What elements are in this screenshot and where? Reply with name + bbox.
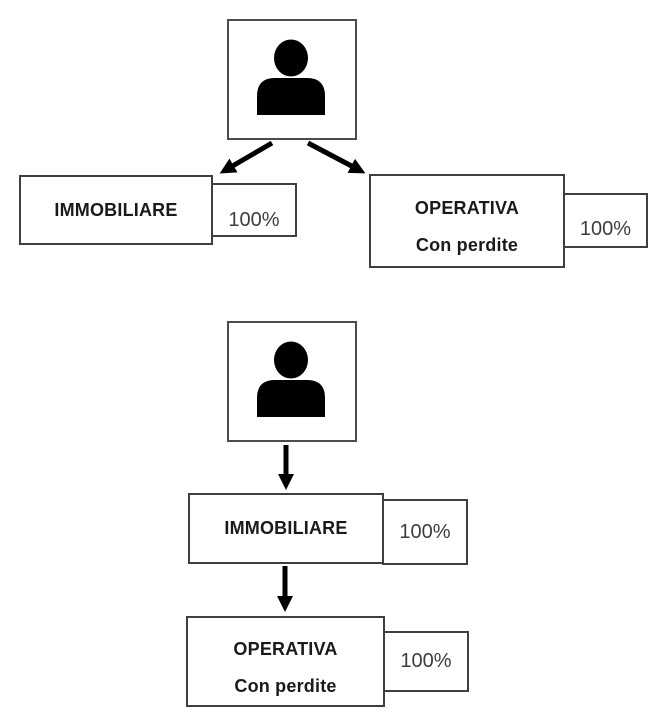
company-sublabel: Con perdite [415,235,519,255]
shareholder-box [227,321,357,442]
ownership-box-operativa: 100% [383,631,469,692]
company-label: IMMOBILIARE [224,518,348,538]
person-icon [257,39,325,115]
arrow-shareholder-to-operativa [306,140,366,174]
company-box-immobiliare: IMMOBILIARE [188,493,384,564]
ownership-value: 100% [399,520,451,543]
company-sublabel: Con perdite [234,675,337,696]
person-icon [257,341,325,417]
ownership-box-immobiliare: 100% [211,183,297,237]
ownership-box-immobiliare: 100% [382,499,468,565]
company-box-operativa: OPERATIVA Con perdite [186,616,385,707]
company-label: OPERATIVA [233,638,338,659]
ownership-box-operativa: 100% [563,193,648,248]
company-box-immobiliare: IMMOBILIARE [19,175,213,245]
company-label: IMMOBILIARE [54,199,178,220]
shareholder-box [227,19,357,140]
ownership-value: 100% [579,218,632,240]
ownership-value: 100% [228,208,280,231]
ownership-value: 100% [400,650,452,672]
company-label: OPERATIVA [414,198,520,218]
arrow-shareholder-to-immobiliare [219,140,274,174]
company-box-operativa: OPERATIVA Con perdite [369,174,565,268]
